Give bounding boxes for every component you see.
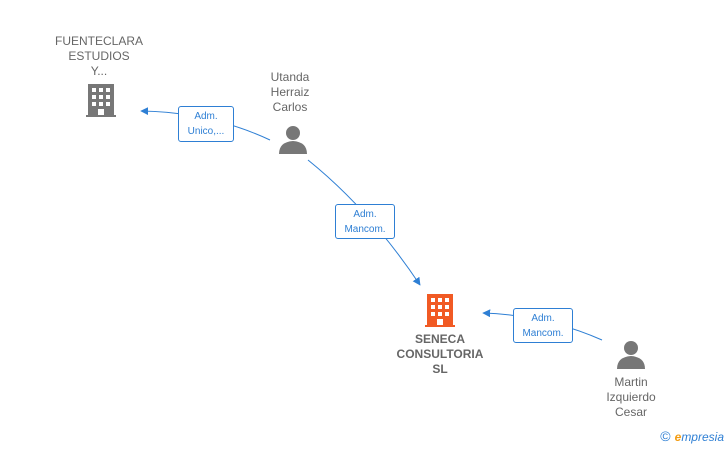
edge-label-line: Mancom. bbox=[344, 224, 386, 235]
edge-label-martin-seneca[interactable]: Adm. Mancom. bbox=[513, 308, 573, 343]
node-label-line: CONSULTORIA bbox=[396, 347, 484, 361]
node-label-line: ESTUDIOS bbox=[68, 49, 130, 63]
edge-label-utanda-seneca[interactable]: Adm. Mancom. bbox=[335, 204, 395, 239]
edge-label-line: Unico,... bbox=[187, 126, 225, 137]
edge-label-line: Adm. bbox=[531, 313, 555, 324]
node-label-utanda: Utanda Herraiz Carlos bbox=[250, 70, 330, 115]
node-label-line: Izquierdo bbox=[606, 390, 656, 404]
edge-label-line: Adm. bbox=[353, 209, 377, 220]
node-label-seneca: SENECA CONSULTORIA SL bbox=[380, 332, 500, 377]
brand-logo-e: e bbox=[674, 430, 682, 444]
building-icon bbox=[86, 84, 116, 117]
node-label-martin: Martin Izquierdo Cesar bbox=[591, 375, 671, 420]
person-icon bbox=[279, 126, 307, 154]
node-label-line: SL bbox=[432, 362, 448, 376]
edge-label-utanda-fuenteclara[interactable]: Adm. Unico,... bbox=[178, 106, 234, 142]
building-icon-main bbox=[425, 294, 455, 327]
node-label-line: Herraiz bbox=[270, 85, 310, 99]
node-label-line: FUENTECLARA bbox=[54, 34, 143, 48]
node-label-line: Carlos bbox=[272, 100, 308, 114]
node-label-line: SENECA bbox=[414, 332, 465, 346]
person-icon bbox=[617, 341, 645, 369]
brand-watermark: ©empresia bbox=[660, 428, 724, 444]
brand-logo-text: mpresia bbox=[681, 430, 724, 444]
edge-label-line: Mancom. bbox=[522, 328, 564, 339]
node-label-fuenteclara: FUENTECLARA ESTUDIOS Y... bbox=[44, 34, 154, 79]
edge-label-line: Adm. bbox=[194, 111, 218, 122]
node-label-line: Martin bbox=[614, 375, 648, 389]
node-label-line: Utanda bbox=[270, 70, 310, 84]
node-label-line: Cesar bbox=[614, 405, 647, 419]
copyright-icon: © bbox=[660, 428, 671, 444]
node-label-line: Y... bbox=[90, 64, 108, 78]
